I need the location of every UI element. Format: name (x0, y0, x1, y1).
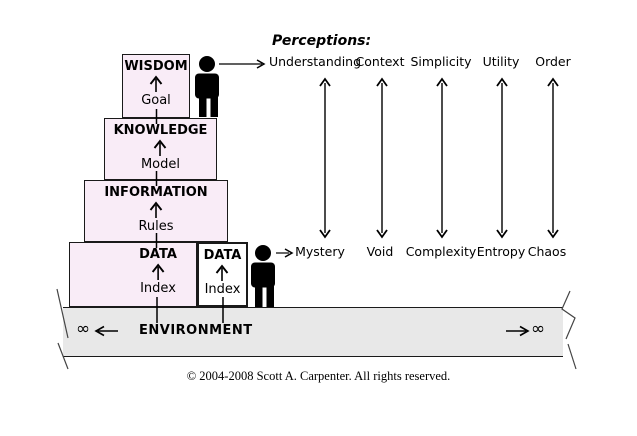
perception-bottom-chaos: Chaos (527, 244, 567, 259)
infinity-left-symbol: ∞ (76, 319, 91, 339)
data-title: DATA (139, 247, 177, 262)
perception-top-context: Context (355, 54, 405, 69)
perceptions-title: Perceptions: (272, 33, 372, 49)
data-box: DATA Index (69, 242, 197, 307)
perception-bottom-void: Void (366, 244, 394, 259)
perception-bottom-complexity: Complexity (405, 244, 477, 259)
wisdom-box: WISDOM Goal (122, 54, 190, 118)
infinity-right-symbol: ∞ (531, 319, 546, 339)
perception-bottom-mystery: Mystery (295, 244, 345, 259)
knowledge-title: KNOWLEDGE (113, 123, 208, 138)
perception-top-order: Order (535, 54, 571, 69)
knowledge-box: KNOWLEDGE Model (104, 118, 217, 180)
environment-label: ENVIRONMENT (139, 323, 253, 338)
knowledge-label: Model (140, 157, 181, 172)
data-box-secondary: DATA Index (197, 242, 248, 307)
perception-top-utility: Utility (482, 54, 520, 69)
wisdom-label: Goal (141, 93, 171, 108)
person-top-icon (195, 56, 219, 117)
up-arrow-icon (216, 264, 229, 281)
up-arrow-icon (149, 75, 163, 92)
perception-double-arrow-icon (319, 77, 559, 239)
perception-top-understanding: Understanding (268, 54, 362, 69)
up-arrow-icon (154, 139, 167, 156)
perception-bottom-entropy: Entropy (476, 244, 526, 259)
up-arrow-icon (149, 201, 163, 218)
data-secondary-label: Index (204, 282, 241, 297)
up-arrow-icon (151, 263, 165, 280)
perception-top-simplicity: Simplicity (410, 54, 472, 69)
environment-bar (63, 307, 563, 357)
information-label: Rules (138, 219, 174, 234)
information-box: INFORMATION Rules (84, 180, 228, 242)
wisdom-title: WISDOM (124, 59, 188, 74)
data-secondary-title: DATA (203, 248, 242, 263)
data-label: Index (140, 281, 176, 296)
information-title: INFORMATION (104, 185, 208, 200)
copyright-text: © 2004-2008 Scott A. Carpenter. All righ… (186, 369, 451, 383)
